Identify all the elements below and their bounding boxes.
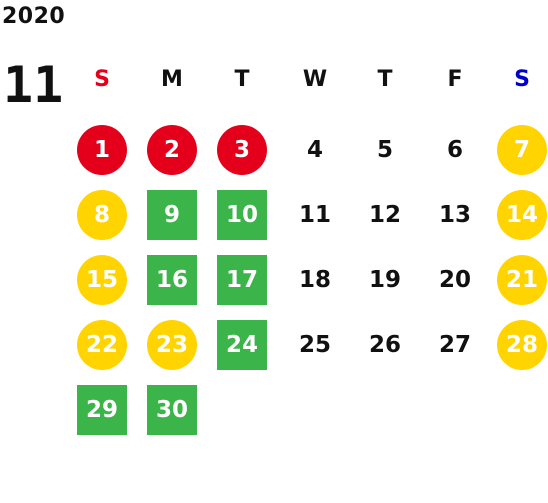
weekday-label: W (302, 67, 328, 92)
weekday-label: T (234, 67, 250, 92)
day-cell[interactable]: 29 (77, 385, 127, 435)
day-cell[interactable]: 6 (446, 137, 463, 163)
weekday-label: M (161, 67, 183, 92)
day-cell[interactable]: 19 (368, 267, 401, 293)
day-cell[interactable]: 3 (217, 125, 267, 175)
day-cell[interactable]: 5 (376, 137, 393, 163)
day-cell[interactable]: 9 (147, 190, 197, 240)
day-cell[interactable]: 13 (438, 202, 471, 228)
day-cell[interactable]: 24 (217, 320, 267, 370)
day-cell[interactable]: 14 (497, 190, 547, 240)
day-cell[interactable]: 17 (217, 255, 267, 305)
weekday-label: T (377, 67, 393, 92)
day-cell[interactable]: 18 (298, 267, 331, 293)
day-cell[interactable]: 30 (147, 385, 197, 435)
year-label: 2020 (2, 4, 66, 29)
day-cell[interactable]: 1 (77, 125, 127, 175)
day-cell[interactable]: 4 (306, 137, 323, 163)
day-cell[interactable]: 12 (368, 202, 401, 228)
day-cell[interactable]: 27 (438, 332, 471, 358)
day-cell[interactable]: 16 (147, 255, 197, 305)
day-cell[interactable]: 25 (298, 332, 331, 358)
weekday-label: S (94, 67, 110, 92)
day-cell[interactable]: 8 (77, 190, 127, 240)
day-cell[interactable]: 26 (368, 332, 401, 358)
day-cell[interactable]: 22 (77, 320, 127, 370)
weekday-label: F (447, 67, 463, 92)
day-cell[interactable]: 21 (497, 255, 547, 305)
day-cell[interactable]: 23 (147, 320, 197, 370)
day-cell[interactable]: 20 (438, 267, 471, 293)
day-cell[interactable]: 10 (217, 190, 267, 240)
day-cell[interactable]: 7 (497, 125, 547, 175)
day-cell[interactable]: 28 (497, 320, 547, 370)
day-cell[interactable]: 11 (298, 202, 331, 228)
weekday-label: S (514, 67, 530, 92)
month-number: 11 (3, 56, 64, 114)
day-cell[interactable]: 2 (147, 125, 197, 175)
day-cell[interactable]: 15 (77, 255, 127, 305)
